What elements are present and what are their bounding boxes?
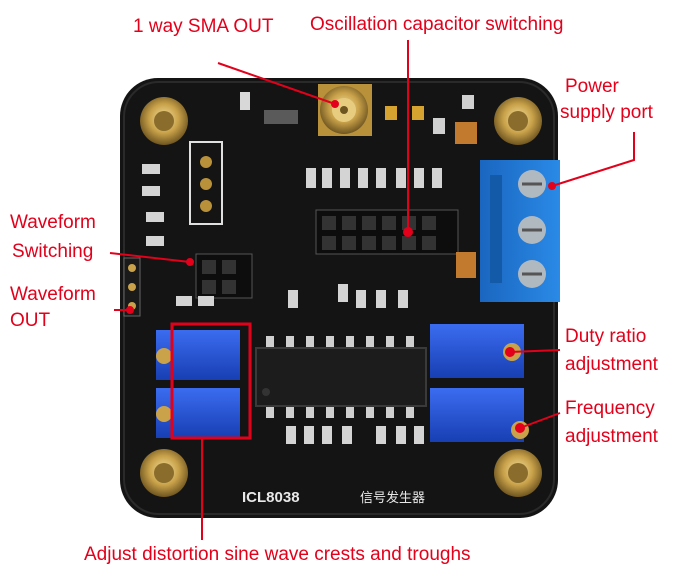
smd-part [412, 106, 424, 120]
cn-silkscreen: 信号发生器 [360, 490, 425, 505]
ic-dip [255, 336, 427, 418]
label-sma-out: 1 way SMA OUT [133, 16, 274, 37]
smd-part [462, 95, 474, 109]
smd-part [385, 106, 397, 120]
label-duty-1: Duty ratio [565, 326, 647, 347]
label-distortion: Adjust distortion sine wave crests and t… [84, 544, 471, 565]
label-wave-out-1: Waveform [10, 284, 96, 305]
label-osc-cap: Oscillation capacitor switching [310, 14, 564, 35]
smd-part [240, 92, 250, 110]
label-power-2: supply port [560, 102, 653, 123]
label-duty-2: adjustment [565, 354, 658, 375]
label-wave-sw-1: Waveform [10, 212, 96, 233]
power-terminal-block [480, 160, 560, 302]
pot-distortion-bottom [156, 388, 240, 438]
smd-part [433, 118, 445, 134]
smd-part [264, 110, 298, 124]
label-freq-2: adjustment [565, 426, 658, 447]
mount-nut-top-right [494, 97, 542, 145]
capacitor-row [306, 168, 442, 188]
mount-nut-bottom-left [140, 449, 188, 497]
mount-nut-bottom-right [494, 449, 542, 497]
annotation-leaders [109, 40, 635, 540]
label-power-1: Power [565, 76, 619, 97]
middle-caps [288, 284, 408, 308]
osc-cap-jumper-header [315, 209, 459, 255]
mount-nut-top-left [140, 97, 188, 145]
tantalum-cap [455, 122, 477, 144]
pot-distortion-top [156, 330, 240, 380]
pin-header-3 [189, 141, 223, 225]
smd-parts-left [142, 164, 214, 306]
pot-frequency [430, 388, 529, 442]
chip-silkscreen: ICL8038 [242, 489, 300, 506]
tantalum-cap [456, 252, 476, 278]
waveform-out-pins [123, 257, 141, 317]
label-wave-out-2: OUT [10, 310, 51, 331]
label-wave-sw-2: Switching [12, 241, 94, 262]
label-freq-1: Frequency [565, 398, 655, 419]
sma-connector [318, 84, 372, 136]
waveform-switch-header [195, 253, 253, 299]
bottom-caps [286, 426, 424, 444]
